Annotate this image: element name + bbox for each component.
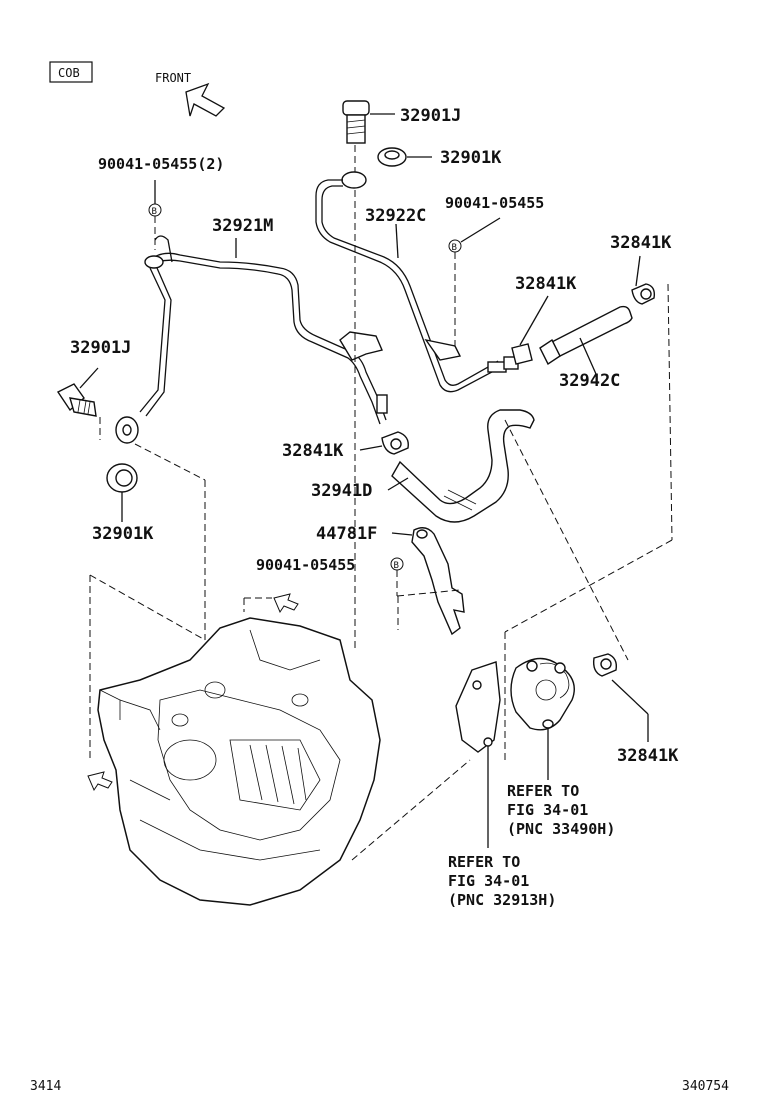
code-box-text: COB	[58, 66, 80, 80]
pipe-32922c	[315, 171, 519, 393]
gasket-left	[106, 463, 138, 522]
svg-text:REFER TO: REFER TO	[448, 853, 520, 871]
gasket-top	[377, 147, 432, 167]
bolt-mark-3: B	[390, 557, 461, 597]
label-32901k-top: 32901K	[440, 148, 502, 168]
hose-32941d	[387, 409, 535, 523]
hose-32942c	[539, 305, 633, 375]
svg-text:B: B	[394, 561, 399, 571]
svg-text:(PNC 32913H): (PNC 32913H)	[448, 891, 556, 909]
direction-arrow-icon	[273, 593, 299, 614]
label-32941d: 32941D	[311, 481, 372, 501]
clip-32841k-c	[359, 431, 409, 455]
bolt-mark-1: B	[148, 180, 162, 250]
front-arrow-icon	[185, 82, 226, 117]
footer-left-code: 3414	[30, 1079, 61, 1094]
svg-text:FIG 34-01: FIG 34-01	[507, 801, 588, 819]
transaxle-assembly	[97, 617, 381, 906]
pipe-32921m	[115, 235, 388, 444]
label-32901k-left: 32901K	[92, 524, 154, 544]
label-32922c: 32922C	[365, 206, 426, 226]
label-90041-05455-b: 90041-05455	[256, 556, 355, 574]
label-32841k-c: 32841K	[282, 441, 344, 461]
label-32841k-a: 32841K	[515, 274, 577, 294]
label-32841k-d: 32841K	[617, 746, 679, 766]
code-box: COB	[49, 61, 93, 83]
front-label: FRONT	[155, 71, 191, 85]
svg-text:B: B	[452, 243, 457, 253]
pump-assembly	[455, 657, 575, 848]
footer-right-code: 340754	[682, 1079, 729, 1094]
label-44781f: 44781F	[316, 524, 377, 544]
union-bolt-left	[56, 367, 99, 417]
direction-arrow-icon	[87, 771, 113, 792]
refer-note-2: REFER TO FIG 34-01 (PNC 32913H)	[448, 853, 556, 909]
clip-32841k-d	[592, 653, 649, 742]
label-32942c: 32942C	[559, 371, 620, 391]
label-32901j-left: 32901J	[70, 338, 131, 358]
label-90041-05455-a: 90041-05455	[445, 194, 544, 212]
label-90041-05455-2: 90041-05455(2)	[98, 155, 224, 173]
svg-text:(PNC 33490H): (PNC 33490H)	[507, 820, 615, 838]
svg-text:B: B	[152, 207, 157, 217]
label-32901j-top: 32901J	[400, 106, 461, 126]
refer-note-1: REFER TO FIG 34-01 (PNC 33490H)	[507, 782, 615, 838]
svg-text:REFER TO: REFER TO	[507, 782, 579, 800]
svg-text:FIG 34-01: FIG 34-01	[448, 872, 529, 890]
label-32841k-b: 32841K	[610, 233, 672, 253]
clip-32841k-a	[511, 295, 549, 365]
bracket-44781f	[391, 527, 465, 636]
front-arrow: FRONT	[155, 71, 226, 117]
union-bolt-top	[342, 100, 395, 144]
guide-lines	[89, 145, 673, 861]
label-32921m: 32921M	[212, 216, 273, 236]
bolt-mark-2: B	[448, 217, 501, 350]
clip-32841k-b	[631, 255, 656, 305]
